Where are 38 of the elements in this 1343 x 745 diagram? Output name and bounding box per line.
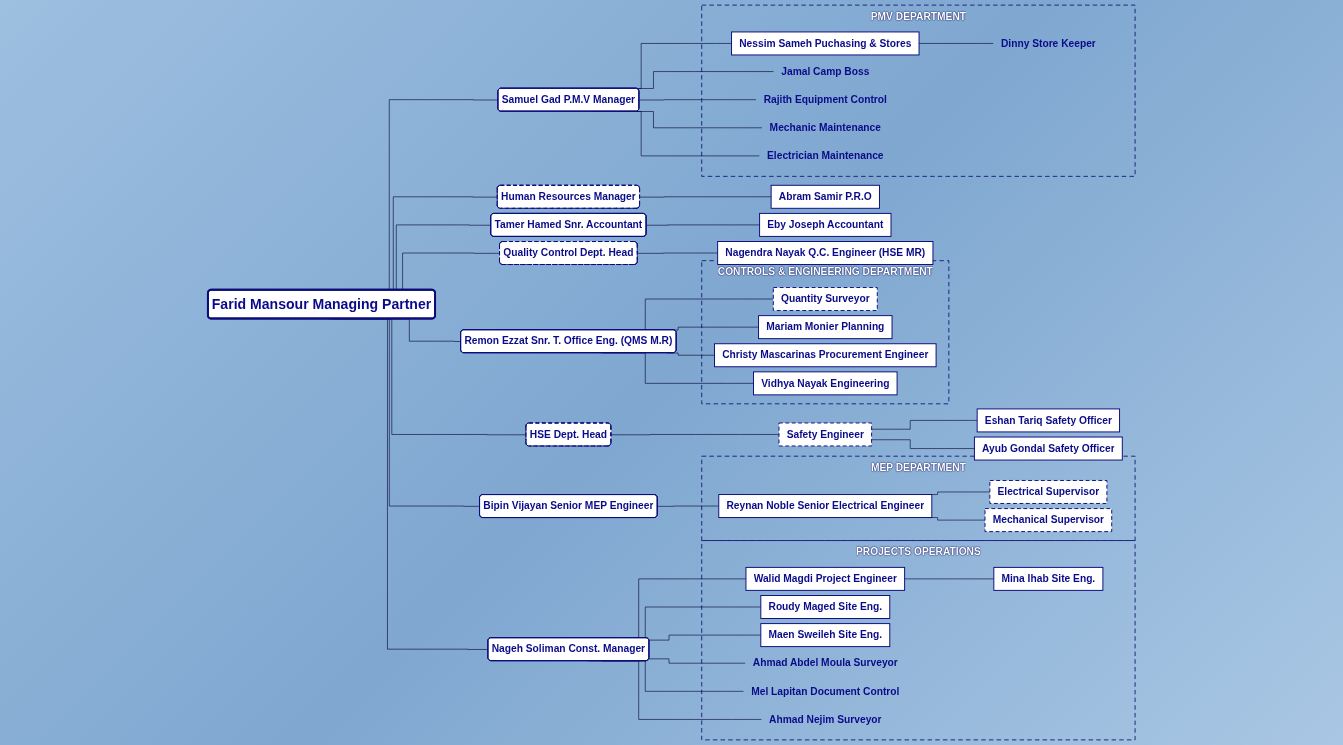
connector	[871, 420, 978, 430]
node-text: Rajith Equipment Control	[763, 93, 887, 105]
connector	[904, 578, 995, 580]
node-text: Ahmad Abdel Moula Surveyor	[752, 657, 898, 669]
node-box: Maen Sweileh Site Eng.	[760, 623, 891, 648]
connector	[646, 224, 760, 226]
connector	[639, 196, 772, 198]
node-box: Safety Engineer	[778, 422, 873, 447]
node-box: Vidhya Nayak Engineering	[753, 371, 898, 396]
connector	[871, 439, 975, 449]
connector	[657, 505, 720, 507]
node-box: Mechanical Supervisor	[984, 508, 1113, 533]
node-box: Reynan Noble Senior Electrical Engineer	[718, 494, 933, 518]
node-box: Nagendra Nayak Q.C. Engineer (HSE MR)	[717, 241, 934, 265]
node-box: Christy Mascarinas Procurement Engineer	[714, 343, 937, 368]
node-box: Abram Samir P.R.O	[770, 184, 880, 209]
node-box: Eshan Tariq Safety Officer	[976, 408, 1121, 433]
node-box: Quantity Surveyor	[772, 287, 878, 311]
connector	[637, 252, 718, 254]
node-box: Mina Ihab Site Eng.	[993, 566, 1104, 591]
connector	[648, 634, 762, 641]
node-box: Walid Magdi Project Engineer	[745, 566, 906, 591]
node-box: Roudy Maged Site Eng.	[760, 595, 891, 619]
connector	[638, 99, 757, 101]
node-text: Jamal Camp Boss	[781, 65, 870, 77]
connector	[918, 43, 994, 44]
node-box: Ayub Gondal Safety Officer	[973, 436, 1123, 461]
node-text: Mechanic Maintenance	[769, 122, 881, 133]
node-text: Ahmad Nejim Surveyor	[769, 713, 882, 725]
node-box: Nessim Sameh Puchasing & Stores	[731, 31, 920, 56]
node-box: Mariam Monier Planning	[758, 315, 893, 340]
node-text: Dinny Store Keeper	[1000, 37, 1096, 49]
node-box: Eby Joseph Accountant	[759, 212, 892, 237]
connector	[610, 434, 780, 436]
node-text: Electrician Maintenance	[767, 150, 884, 162]
connector	[648, 658, 746, 664]
node-box: Electrical Supervisor	[989, 480, 1108, 504]
node-text: Mel Lapitan Document Control	[751, 685, 900, 697]
